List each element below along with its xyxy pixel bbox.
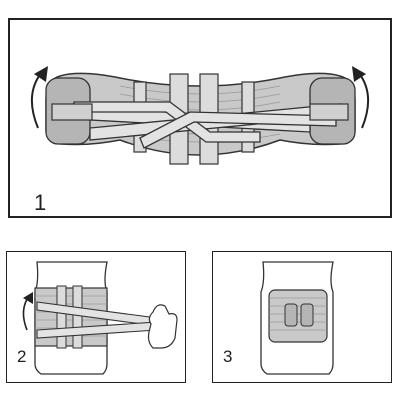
curved-arrow-icon: [31, 71, 43, 129]
curved-arrow-icon: [34, 66, 48, 82]
strap-tab-right: [309, 103, 349, 121]
vertical-stays: [56, 285, 83, 349]
crossing-straps: [53, 101, 341, 149]
step-number: 3: [223, 347, 233, 366]
belt-on-torso: [268, 289, 328, 343]
belt-wrapping-illustration: [22, 261, 178, 375]
step-number: 1: [34, 190, 47, 215]
step-number: 2: [17, 347, 27, 366]
step-3-panel: 3: [212, 251, 392, 383]
curved-arrow-icon: [357, 71, 369, 129]
belt-flat-illustration: [31, 66, 369, 165]
strap-tab-left: [51, 103, 93, 121]
belt-fastened-illustration: [260, 261, 334, 375]
curved-arrow-icon: [352, 66, 366, 82]
belt-stripes: [269, 297, 327, 331]
step-2-panel: 2: [6, 251, 186, 383]
curved-arrow-icon: [23, 292, 33, 304]
hand-icon: [147, 304, 178, 349]
curved-arrow-icon: [22, 295, 30, 331]
step-1-panel: 1: [8, 18, 392, 218]
fastened-pads: [284, 303, 314, 327]
